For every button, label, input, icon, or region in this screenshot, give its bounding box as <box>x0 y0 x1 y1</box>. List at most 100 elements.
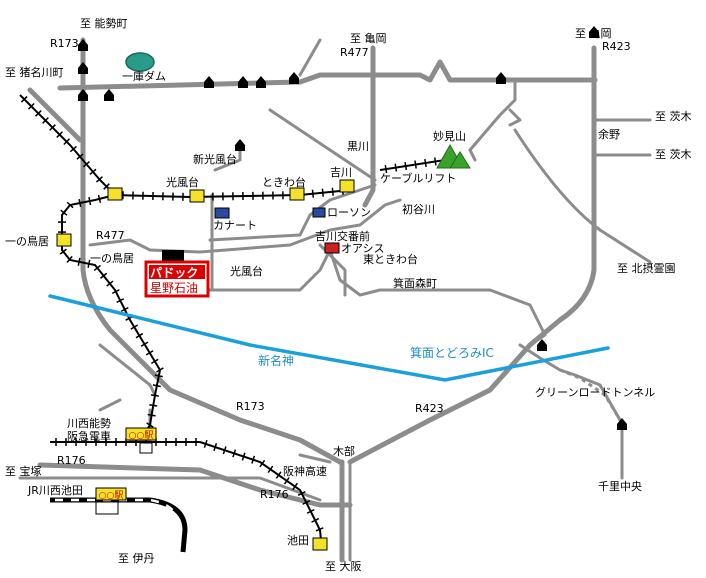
rail-tie <box>152 384 161 388</box>
rail-tie <box>100 272 108 279</box>
road-hokusetsu <box>508 108 652 264</box>
label-r423-bottom: R423 <box>415 402 444 415</box>
label-to-nose-cho: 至 能勢町 <box>80 16 128 30</box>
rail-tie <box>135 332 144 339</box>
station-box-text-jr: ○○駅 <box>99 490 124 501</box>
signal-marker-icon <box>537 339 547 351</box>
rail-tie <box>311 189 315 198</box>
rail-tie <box>130 324 139 330</box>
label-oasis: オアシス <box>341 242 385 255</box>
label-to-inagawa: 至 猪名川町 <box>5 65 64 79</box>
label-shin-kofudai: 新光風台 <box>193 152 237 166</box>
label-yono: 余野 <box>598 127 620 141</box>
label-lawson: ローソン <box>327 206 371 219</box>
road-kibe <box>298 453 332 464</box>
rail-tie <box>404 161 408 171</box>
label-jr-kawanishi-ikeda: JR川西池田 <box>27 484 83 497</box>
rail-tie <box>49 124 56 131</box>
road-inagawa <box>27 87 83 143</box>
rail-tie <box>56 131 63 138</box>
label-myokenzan: 妙見山 <box>433 129 466 143</box>
label-shin-meishin: 新名神 <box>258 353 294 368</box>
rail-jr-inner <box>55 498 182 553</box>
label-ichinotorii-station: 一の鳥居 <box>5 234 49 248</box>
expressway-shin-meishin <box>48 294 610 382</box>
label-yoshikawa-station: 吉川 <box>330 166 352 179</box>
label-hankyu-densha: 阪急電車 <box>67 429 111 443</box>
signal-marker-icon <box>589 26 599 38</box>
signal-marker-icon <box>235 139 245 151</box>
rail-tie <box>149 403 158 407</box>
rail-tie <box>35 110 42 117</box>
station-icon <box>339 179 355 193</box>
rail-tie <box>95 176 103 183</box>
label-r173-top: R173 <box>50 37 79 50</box>
label-r477-top: R477 <box>340 46 369 59</box>
label-mino-morimachi: 箕面森町 <box>393 276 437 290</box>
label-yoshikawa-koban: 吉川交番前 <box>315 229 370 243</box>
signal-marker-icon <box>496 72 506 84</box>
road-top-east-west-2 <box>297 59 598 85</box>
rail-tie <box>82 161 90 168</box>
tunnel-dashed <box>559 368 622 421</box>
signal-marker-icon <box>238 76 248 88</box>
rail-tie <box>150 394 159 397</box>
signal-marker-icon <box>617 418 627 430</box>
road-network <box>18 37 652 563</box>
station-icon <box>107 187 123 201</box>
rail-tie <box>394 163 398 172</box>
rail-tie <box>20 95 28 103</box>
station-box-text: ○○駅 <box>129 430 154 441</box>
rail-tie <box>302 499 311 505</box>
rail-tie <box>63 138 71 146</box>
road-kurokawa-diag <box>268 38 377 182</box>
mountain-icon-2 <box>449 151 471 169</box>
road-kofudai-mid <box>88 198 402 254</box>
label-hatsutanigawa: 初谷川 <box>402 202 435 216</box>
rail-tie <box>414 160 417 169</box>
rail-tie <box>77 257 81 266</box>
label-kawanishi-nose: 川西能勢 <box>67 416 111 430</box>
road-r423-east <box>347 45 597 465</box>
rail-tie <box>283 477 290 485</box>
signal-marker-icon <box>289 72 299 84</box>
label-kanart: カナート <box>213 219 257 232</box>
road-green-road <box>518 343 622 422</box>
rail-tie <box>140 341 149 347</box>
rail-tie <box>76 153 84 160</box>
rail-tie <box>275 471 282 479</box>
rail-tie <box>89 168 97 175</box>
rail-tie <box>147 413 156 417</box>
road-myokenzan <box>468 78 517 162</box>
road-kofudai-south <box>208 248 547 347</box>
rail-hankyu-takarazuka <box>50 441 323 551</box>
label-hitokura-dam: 一庫ダム <box>122 69 166 83</box>
label-ikeda: 池田 <box>287 534 309 547</box>
rail-tie <box>156 367 164 373</box>
destination-sign-band <box>149 265 205 279</box>
rail-tie <box>88 196 92 206</box>
kanart-shop-icon <box>214 207 230 219</box>
label-to-takarazuka: 至 宝塚 <box>5 464 42 478</box>
rail-tie <box>222 446 227 455</box>
rail-jr <box>50 497 188 553</box>
road-r477-center <box>362 45 376 208</box>
station-icon <box>56 233 72 247</box>
label-to-kameoka-center: 至 亀岡 <box>350 31 387 45</box>
station-icons <box>56 179 355 551</box>
label-to-ibaraki-2: 至 茨木 <box>655 147 692 161</box>
rail-tie <box>306 508 315 514</box>
station-icon <box>312 537 328 551</box>
rail-tie <box>259 459 266 468</box>
rail-cable-lift <box>379 159 446 171</box>
rail-tie <box>78 198 82 208</box>
station-icon <box>289 187 305 201</box>
rail-tie <box>241 452 246 461</box>
label-to-itami: 至 伊丹 <box>118 552 155 565</box>
road-yoshikawa-east <box>208 183 377 242</box>
rail-tie <box>116 298 125 303</box>
rail-tie <box>27 102 35 110</box>
rail-tie <box>59 248 67 255</box>
signal-marker-icon <box>78 39 88 51</box>
